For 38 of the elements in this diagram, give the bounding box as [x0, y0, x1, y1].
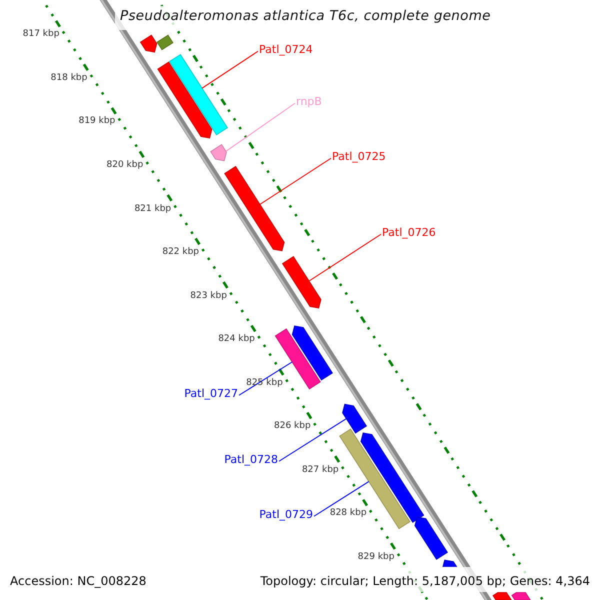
scale-label: 827 kbp [302, 464, 339, 476]
scale-label: 817 kbp [22, 29, 60, 40]
gene-feature [224, 166, 285, 252]
footer-text: Topology: circular; Length: 5,187,005 bp; Genes: 4,364 [260, 575, 590, 589]
gene-label: Patl_0726 [382, 226, 436, 240]
footer-text: Accession: NC_008228 [10, 575, 146, 589]
scale-label: 820 kbp [106, 160, 144, 170]
scale-label: 829 kbp [358, 552, 394, 562]
gene-feature [414, 516, 448, 560]
scale-label: 819 kbp [78, 116, 116, 127]
gene-label: Patl_0728 [224, 454, 278, 466]
leader-line [308, 234, 382, 282]
scale-label: 824 kbp [218, 334, 255, 344]
leader-line [225, 102, 296, 152]
gene-label: rnpB [296, 96, 322, 108]
leader-line [314, 481, 370, 517]
leader-line [202, 50, 258, 89]
gene-feature [342, 404, 367, 434]
gene-feature [282, 256, 322, 309]
gene-feature [292, 326, 333, 381]
gene-feature [157, 62, 212, 138]
scale-label: 822 kbp [162, 247, 200, 258]
leader-line [278, 418, 347, 462]
scale-label: 828 kbp [330, 508, 367, 519]
gene-feature [168, 54, 228, 136]
leader-line [259, 158, 332, 205]
scale-label: 818 kbp [50, 72, 88, 84]
leader-line [238, 362, 293, 396]
gene-feature [210, 144, 227, 162]
scale-label: 826 kbp [274, 421, 311, 432]
gene-label: Patl_0729 [259, 508, 313, 522]
gene-label: Patl_0727 [184, 388, 238, 400]
scale-label: 821 kbp [134, 204, 172, 214]
gene-label: Patl_0725 [332, 150, 386, 164]
gene-label: Patl_0724 [259, 44, 313, 56]
gene-feature [140, 34, 158, 53]
gene-feature [156, 34, 174, 50]
scale-label: 823 kbp [190, 290, 227, 301]
